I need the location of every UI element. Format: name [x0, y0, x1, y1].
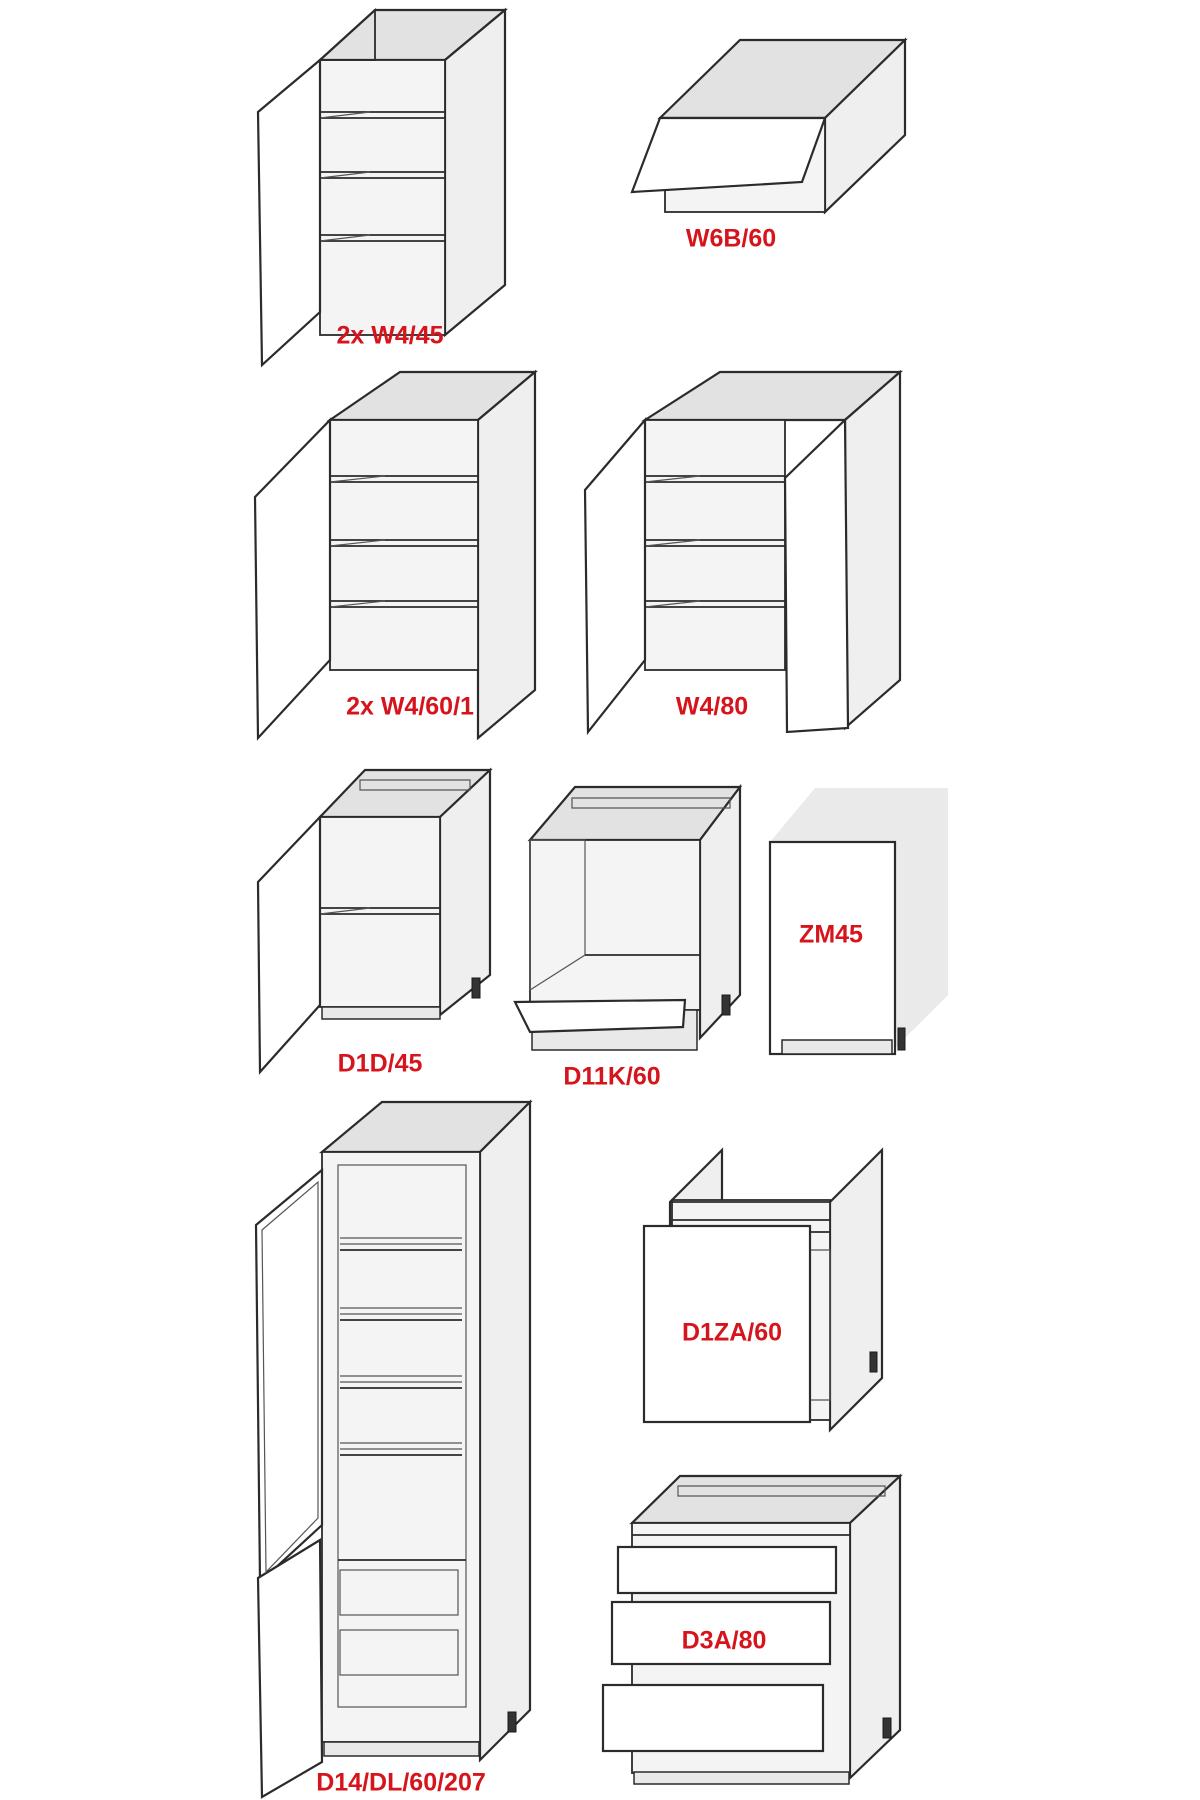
label-d14-dl-60-207: D14/DL/60/207: [316, 1768, 486, 1797]
cabinet-w4-60-1-drawing[interactable]: [253, 369, 539, 741]
cabinet-w4-80-drawing[interactable]: [583, 369, 903, 736]
label-d1za-60: D1ZA/60: [681, 1318, 783, 1347]
cabinet-d3a-80-drawing[interactable]: [601, 1473, 903, 1785]
label-d3a-80: D3A/80: [681, 1626, 767, 1655]
cabinet-w4-45-drawing[interactable]: [256, 7, 509, 368]
cabinet-d14-dl-drawing[interactable]: [254, 1099, 533, 1799]
label-w4-60-1: 2x W4/60/1: [346, 692, 474, 721]
cabinet-d1d-45-drawing[interactable]: [256, 767, 493, 1075]
cabinet-d11k-60-drawing[interactable]: [513, 783, 743, 1051]
label-w4-80: W4/80: [675, 692, 749, 721]
label-d1d-45: D1D/45: [337, 1049, 423, 1078]
cabinet-w6b-60-drawing[interactable]: [630, 37, 908, 215]
label-w6b-60: W6B/60: [685, 224, 777, 253]
label-w4-45: 2x W4/45: [336, 321, 444, 350]
cabinet-d1za-60-drawing[interactable]: [642, 1147, 884, 1433]
label-d11k-60: D11K/60: [563, 1062, 661, 1091]
label-zm45: ZM45: [799, 920, 863, 949]
cabinet-zm45-drawing[interactable]: [768, 788, 948, 1056]
